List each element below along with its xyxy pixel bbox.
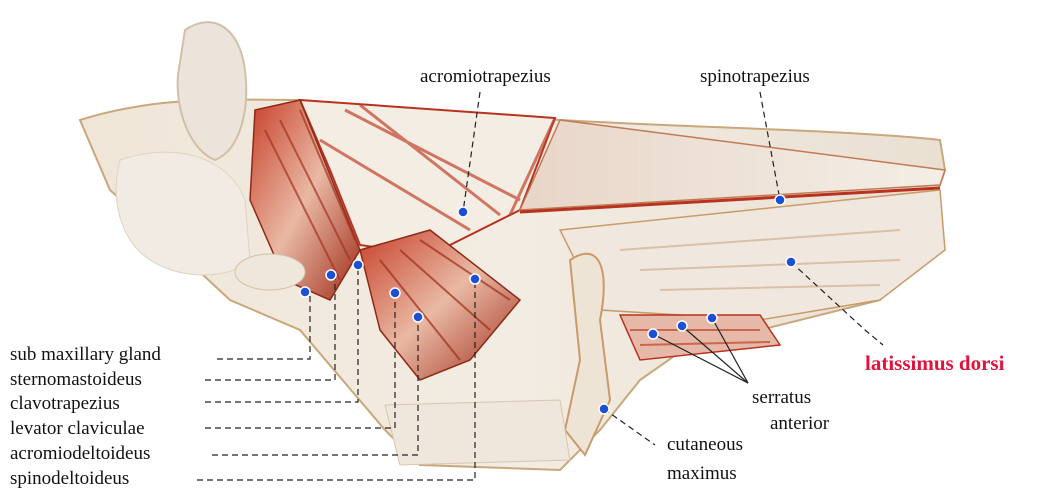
label-acromiodeltoideus: acromiodeltoideus (10, 443, 150, 465)
marker-serratus-2 (677, 321, 687, 331)
marker-spinotrapezius (775, 195, 785, 205)
label-sub-maxillary-gland: sub maxillary gland (10, 344, 161, 366)
marker-serratus-1 (648, 329, 658, 339)
marker-serratus-3 (707, 313, 717, 323)
marker-acromiodeltoideus (413, 312, 423, 322)
label-spinotrapezius: spinotrapezius (700, 66, 810, 88)
label-acromiotrapezius: acromiotrapezius (420, 66, 551, 88)
label-serratus-line1: serratus (752, 387, 811, 409)
marker-levator-claviculae (390, 288, 400, 298)
label-latissimus-dorsi: latissimus dorsi (865, 352, 1004, 374)
marker-cutaneous (599, 404, 609, 414)
label-levator-claviculae: levator claviculae (10, 418, 145, 440)
label-clavotrapezius: clavotrapezius (10, 393, 120, 415)
label-cutaneous-line1: cutaneous (667, 434, 743, 456)
marker-latissimus (786, 257, 796, 267)
anatomy-illustration (80, 22, 945, 470)
marker-clavotrapezius (353, 260, 363, 270)
label-spinodeltoideus: spinodeltoideus (10, 468, 129, 490)
label-serratus-line2: anterior (770, 413, 829, 435)
marker-sub-maxillary (300, 287, 310, 297)
label-cutaneous-line2: maximus (667, 463, 737, 485)
serratus-shape (620, 315, 780, 360)
marker-sternomastoideus (326, 270, 336, 280)
marker-acromiotrapezius (458, 207, 468, 217)
gland-shape (235, 254, 305, 290)
label-sternomastoideus: sternomastoideus (10, 369, 142, 391)
marker-spinodeltoideus (470, 274, 480, 284)
